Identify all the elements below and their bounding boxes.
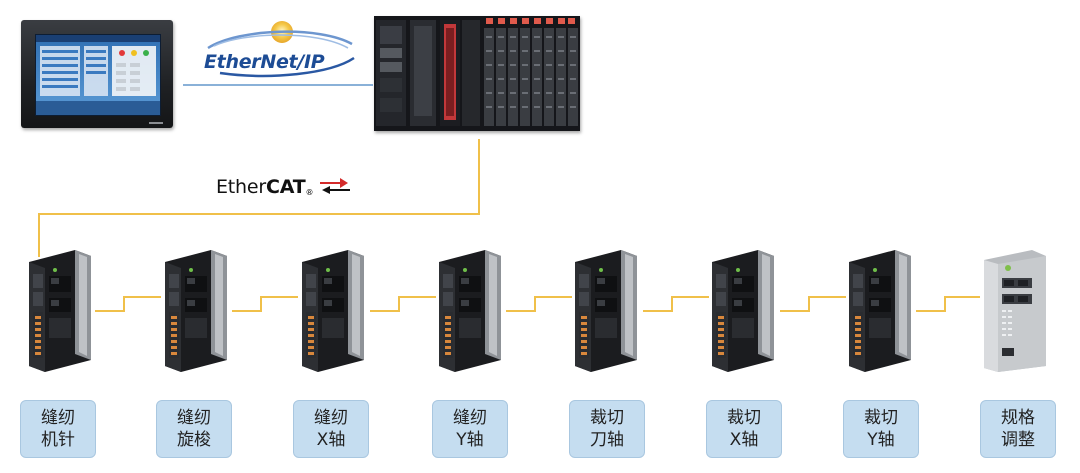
chain-segment — [643, 310, 672, 312]
chain-segment — [260, 296, 298, 298]
chain-segment — [944, 296, 980, 298]
ethercat-trunk — [38, 213, 480, 215]
chain-segment — [944, 296, 946, 312]
servo-drive — [161, 248, 233, 373]
chain-segment — [808, 296, 846, 298]
chain-segment — [671, 296, 673, 312]
device-label: 缝纫机针 — [20, 400, 96, 458]
ethercat-drop — [38, 213, 40, 257]
chain-segment — [260, 296, 262, 312]
servo-drive — [708, 248, 780, 373]
hmi-screen — [35, 34, 161, 116]
chain-segment — [95, 310, 124, 312]
servo-drive — [25, 248, 97, 373]
ethercat-arrows-icon — [319, 178, 350, 194]
ethercat-label-bold: CAT — [266, 176, 306, 198]
chain-segment — [123, 296, 161, 298]
plc-controller-rack — [374, 16, 580, 131]
ethernet-ip-link — [183, 84, 373, 86]
chain-segment — [398, 296, 400, 312]
chain-segment — [506, 310, 535, 312]
chain-segment — [780, 310, 809, 312]
ethernet-ip-logo: EtherNet/IP — [200, 18, 360, 78]
chain-segment — [808, 296, 810, 312]
servo-drive — [571, 248, 643, 373]
chain-segment — [671, 296, 709, 298]
ethercat-registered-mark: ® — [305, 188, 314, 197]
ethercat-riser — [478, 139, 480, 214]
device-label: 规格调整 — [980, 400, 1056, 458]
ethernet-ip-label: EtherNet/IP — [204, 51, 325, 73]
device-label: 缝纫旋梭 — [156, 400, 232, 458]
ethernet-ip-swoosh-icon — [207, 21, 355, 78]
chain-segment — [916, 310, 945, 312]
hmi-touch-panel — [21, 20, 173, 128]
chain-segment — [534, 296, 572, 298]
servo-drive — [435, 248, 507, 373]
ethercat-logo: EtherCAT® — [216, 176, 350, 202]
ethercat-label-light: Ether — [216, 176, 266, 198]
chain-segment — [370, 310, 399, 312]
remote-io-unit — [978, 248, 1048, 372]
servo-drive — [298, 248, 370, 373]
chain-segment — [398, 296, 436, 298]
chain-segment — [232, 310, 261, 312]
chain-segment — [534, 296, 536, 312]
chain-segment — [123, 296, 125, 312]
device-label: 裁切刀轴 — [569, 400, 645, 458]
servo-drive — [845, 248, 917, 373]
hmi-brand-mark — [149, 122, 163, 124]
